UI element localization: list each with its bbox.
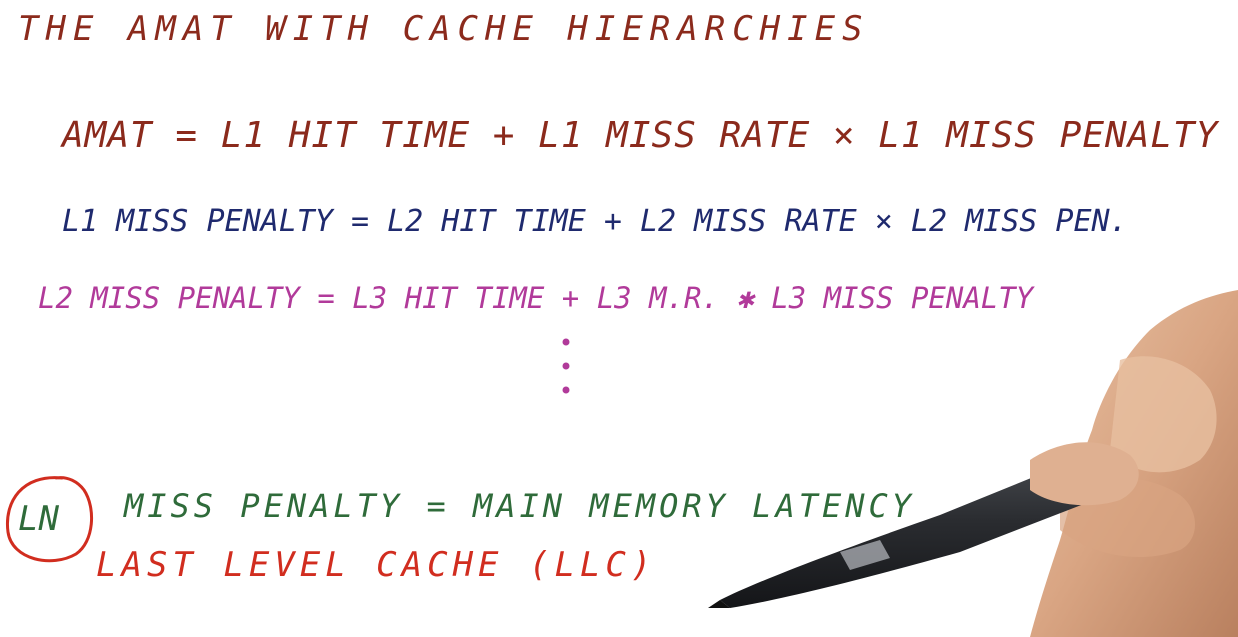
vertical-ellipsis-icon (562, 338, 570, 394)
amat-equation: AMAT = L1 HIT TIME + L1 MISS RATE × L1 M… (62, 115, 1219, 156)
ln-miss-penalty-equation: MISS PENALTY = MAIN MEMORY LATENCY (124, 487, 916, 525)
last-level-cache-label: LAST LEVEL CACHE (LLC) (96, 545, 657, 585)
hand-with-pen-image (708, 290, 1238, 637)
ln-label: LN (18, 499, 59, 539)
ln-circle-mark (5, 476, 94, 563)
page-title: THE AMAT WITH CACHE HIERARCHIES (18, 9, 870, 49)
l1-miss-penalty-equation: L1 MISS PENALTY = L2 HIT TIME + L2 MISS … (62, 204, 1128, 239)
l2-miss-penalty-equation: L2 MISS PENALTY = L3 HIT TIME + L3 M.R. … (38, 281, 1034, 315)
